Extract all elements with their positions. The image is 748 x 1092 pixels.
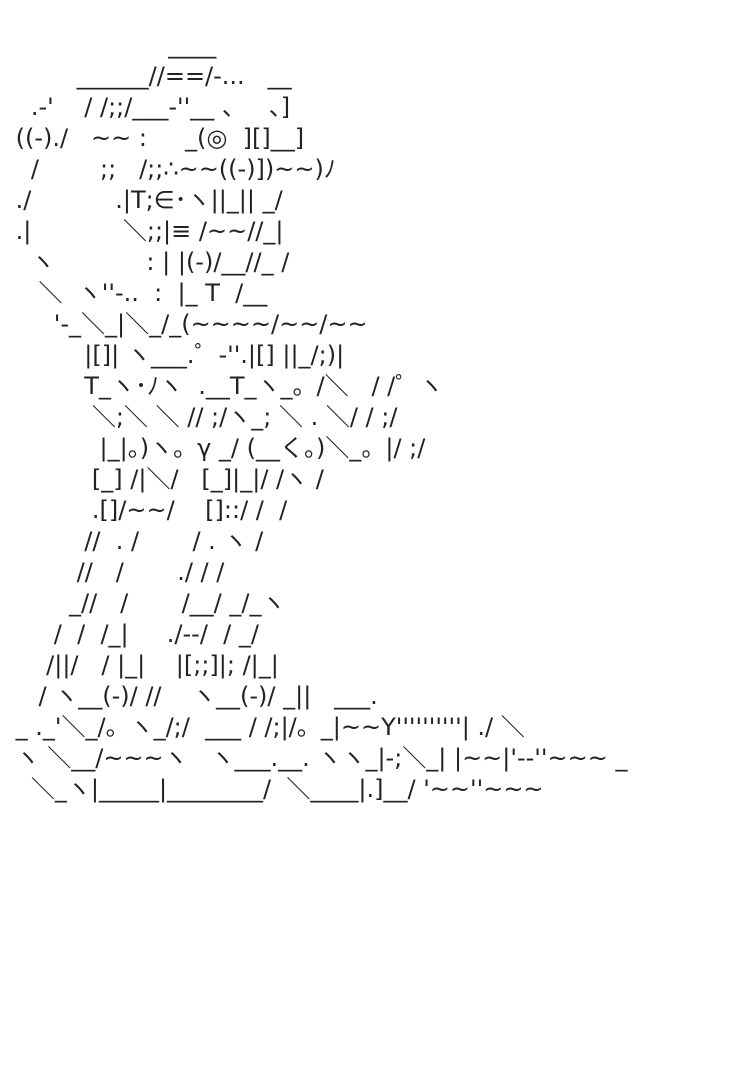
art-line: ______//==/-... __ [8,62,292,90]
art-line: // / ./ / / [8,558,225,586]
art-line: /||/ / |_| |[;;]|; /|_| [8,651,279,679]
art-line: _ ._'＼_/。ヽ_/;/ ___ / /;|/。_|~~Y'''''''''… [8,713,525,741]
art-line: ((-)./ ~~ : _(◎ ][]__] [8,124,305,152]
art-line: .-' / /;;/___-''__ 、 、] [8,93,291,121]
art-line: '-_＼_|＼_/_(~~~~/~~/~~ [8,310,368,338]
art-line: / / /_| ./--/ / _/ [8,620,259,648]
art-line: / ;; /;;∴~~((-)])~~)ﾉ [8,155,336,183]
ascii-art-figure: ____ ______//==/-... __ .-' / /;;/___-''… [8,30,628,805]
art-line: ＼_ヽ|_____|________/ ＼____|.]__/ '~~''~~~ [8,775,544,803]
art-line: |[]| ヽ___.゜-''.|[] ||_/;)| [8,341,345,369]
art-line: ＼;＼ ＼ // ;/ヽ_; ＼ . ＼/ / ;/ [8,403,398,431]
art-line: ヽ ＼__/~~~ヽ ヽ___.__. ヽヽ_|-;＼_| |~~|'--''~… [8,744,628,772]
art-line: .| ＼;;|≡ /~~//_| [8,217,284,245]
art-line: // . / / . ヽ / [8,527,264,555]
art-line: .[]/~~/ []::/ / / [8,496,288,524]
art-line: ＼ ヽ''-.. : |_ T /__ [8,279,268,307]
art-line: / ヽ__(-)/ // ヽ__(-)/ _|| ___. [8,682,378,710]
art-line: _// / /__/ _/_ヽ [8,589,286,617]
art-line: ____ [8,31,217,59]
art-line: ./ .|T;∈･ヽ||_|| _/ [8,186,283,214]
art-line: T_ヽ･ﾉヽ .__T_ヽ_。/＼ / /゜ヽ [8,372,444,400]
art-line: |_|。)ヽ。γ _/ (__く。)＼_。|/ ;/ [8,434,426,462]
art-line: ヽ : | |(-)/__//_ / [8,248,290,276]
art-line: [_] /|＼/ [_]|_|/ /ヽ / [8,465,324,493]
